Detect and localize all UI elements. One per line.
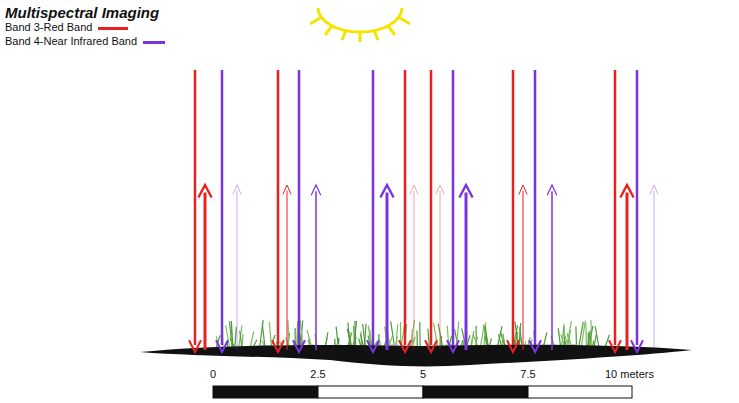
legend-line (98, 27, 128, 30)
light-arrows (189, 70, 658, 352)
legend-label: Band 3-Red Band (5, 21, 92, 33)
scale-label: 5 (420, 368, 426, 380)
scale-bar (213, 386, 632, 398)
sun (310, 8, 410, 42)
scale-label: 7.5 (520, 368, 535, 380)
scale-label: 2.5 (310, 368, 325, 380)
legend-label: Band 4-Near Infrared Band (5, 35, 137, 47)
scale-label: 0 (210, 368, 216, 380)
scale-label: 10 meters (605, 368, 654, 380)
title: Multispectral Imaging (5, 4, 159, 21)
legend-line (143, 41, 165, 44)
ground (140, 345, 692, 367)
